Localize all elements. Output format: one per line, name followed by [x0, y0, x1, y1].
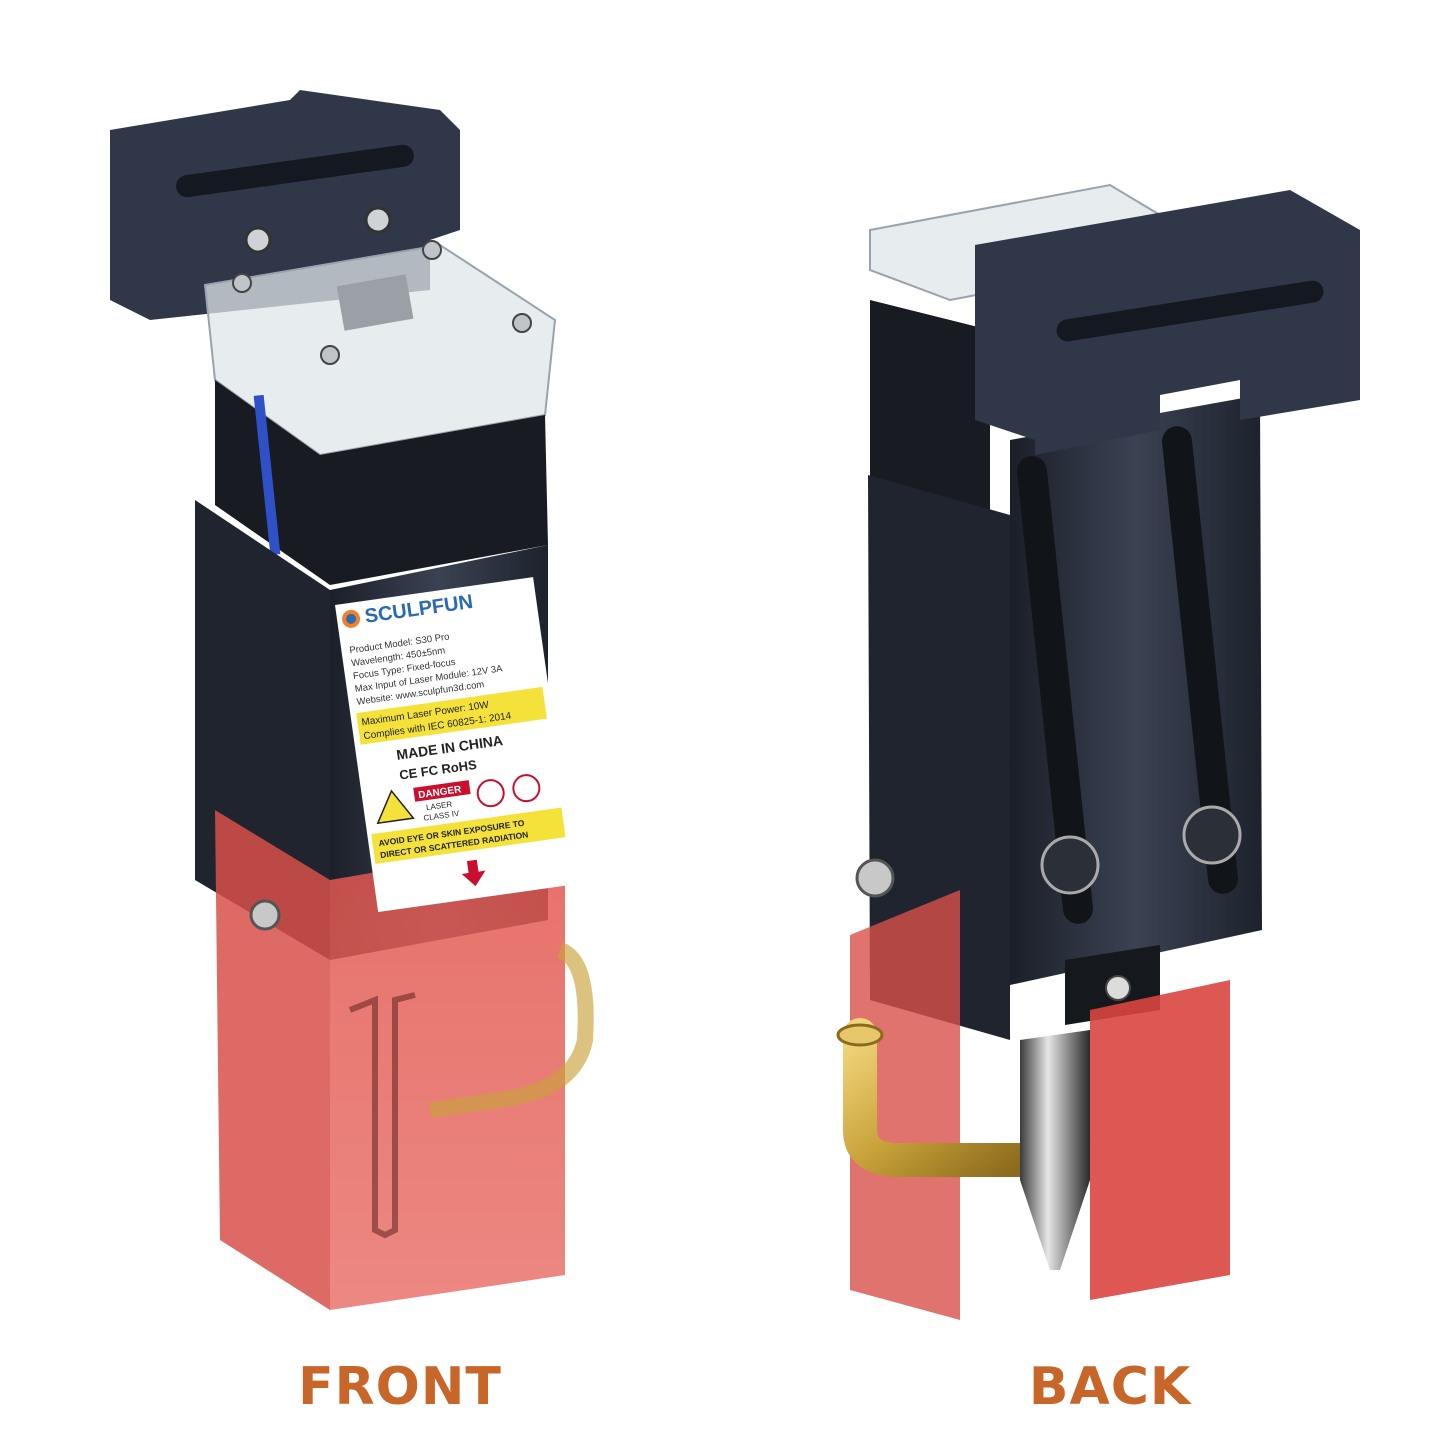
label-danger-class: LASER	[425, 800, 452, 813]
no-eye-exposure-icon	[476, 779, 505, 808]
no-skin-exposure-icon	[512, 774, 541, 803]
laser-hazard-icon	[376, 789, 415, 825]
arrow-down-icon	[461, 859, 486, 887]
back-air-assist-tube	[843, 1018, 1047, 1177]
back-laser-nozzle	[1020, 1030, 1090, 1270]
front-shield-face	[330, 840, 565, 1310]
front-shield-side	[215, 810, 330, 1310]
product-label: SCULPFUN Product Model: S30 Pro Waveleng…	[335, 577, 577, 912]
back-thumbscrew-right	[1182, 805, 1242, 865]
back-shield-right	[1090, 980, 1230, 1300]
back-module	[836, 183, 1360, 1320]
front-cooling-fan	[215, 380, 548, 585]
back-caption: BACK	[1028, 1357, 1192, 1417]
front-caption: FRONT	[298, 1357, 502, 1417]
back-thumbscrew-left	[1040, 835, 1100, 895]
back-shield-left	[850, 890, 960, 1320]
